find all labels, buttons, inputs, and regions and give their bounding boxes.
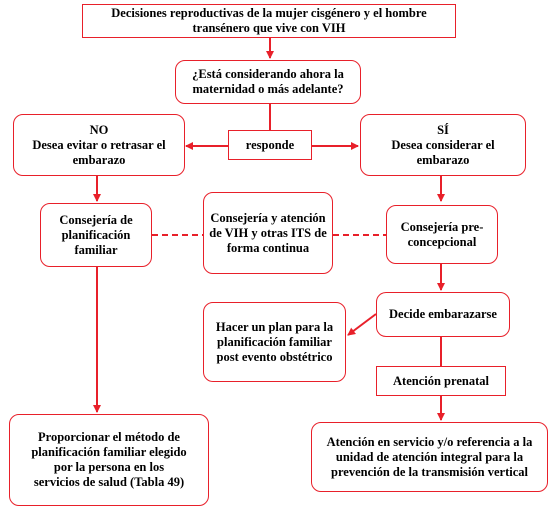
- metodo-text: Proporcionar el método de planificación …: [31, 430, 187, 489]
- atencion-box: Atención en servicio y/o referencia a la…: [311, 422, 548, 492]
- question-text: ¿Está considerando ahora la maternidad o…: [192, 67, 344, 96]
- decide-box: Decide embarazarse: [376, 292, 510, 337]
- question-box: ¿Está considerando ahora la maternidad o…: [175, 60, 361, 104]
- plan-box: Hacer un plan para la planificación fami…: [203, 302, 346, 382]
- consejeria-pf-box: Consejería de planificación familiar: [40, 203, 152, 267]
- title-box: Decisiones reproductivas de la mujer cis…: [82, 4, 456, 38]
- consejeria-pre-text: Consejería pre- concepcional: [400, 219, 484, 249]
- si-branch-text: SÍ Desea considerar el embarazo: [391, 122, 495, 167]
- no-branch-text: NO Desea evitar o retrasar el embarazo: [32, 122, 166, 167]
- metodo-box: Proporcionar el método de planificación …: [9, 414, 209, 506]
- arrow-decide-plan: [347, 313, 377, 336]
- consejeria-vih-box: Consejería y atención de VIH y otras ITS…: [203, 192, 333, 274]
- plan-text: Hacer un plan para la planificación fami…: [215, 319, 334, 364]
- si-branch-box: SÍ Desea considerar el embarazo: [360, 114, 526, 176]
- consejeria-vih-text: Consejería y atención de VIH y otras ITS…: [209, 210, 327, 255]
- prenatal-box: Atención prenatal: [376, 366, 506, 396]
- no-branch-box: NO Desea evitar o retrasar el embarazo: [13, 114, 185, 176]
- consejeria-pre-box: Consejería pre- concepcional: [386, 205, 498, 264]
- title-text: Decisiones reproductivas de la mujer cis…: [111, 6, 427, 35]
- responde-box: responde: [228, 130, 312, 160]
- prenatal-text: Atención prenatal: [393, 373, 489, 388]
- consejeria-pf-text: Consejería de planificación familiar: [59, 212, 133, 257]
- atencion-text: Atención en servicio y/o referencia a la…: [326, 434, 533, 479]
- decide-text: Decide embarazarse: [389, 307, 497, 321]
- responde-text: responde: [245, 137, 295, 152]
